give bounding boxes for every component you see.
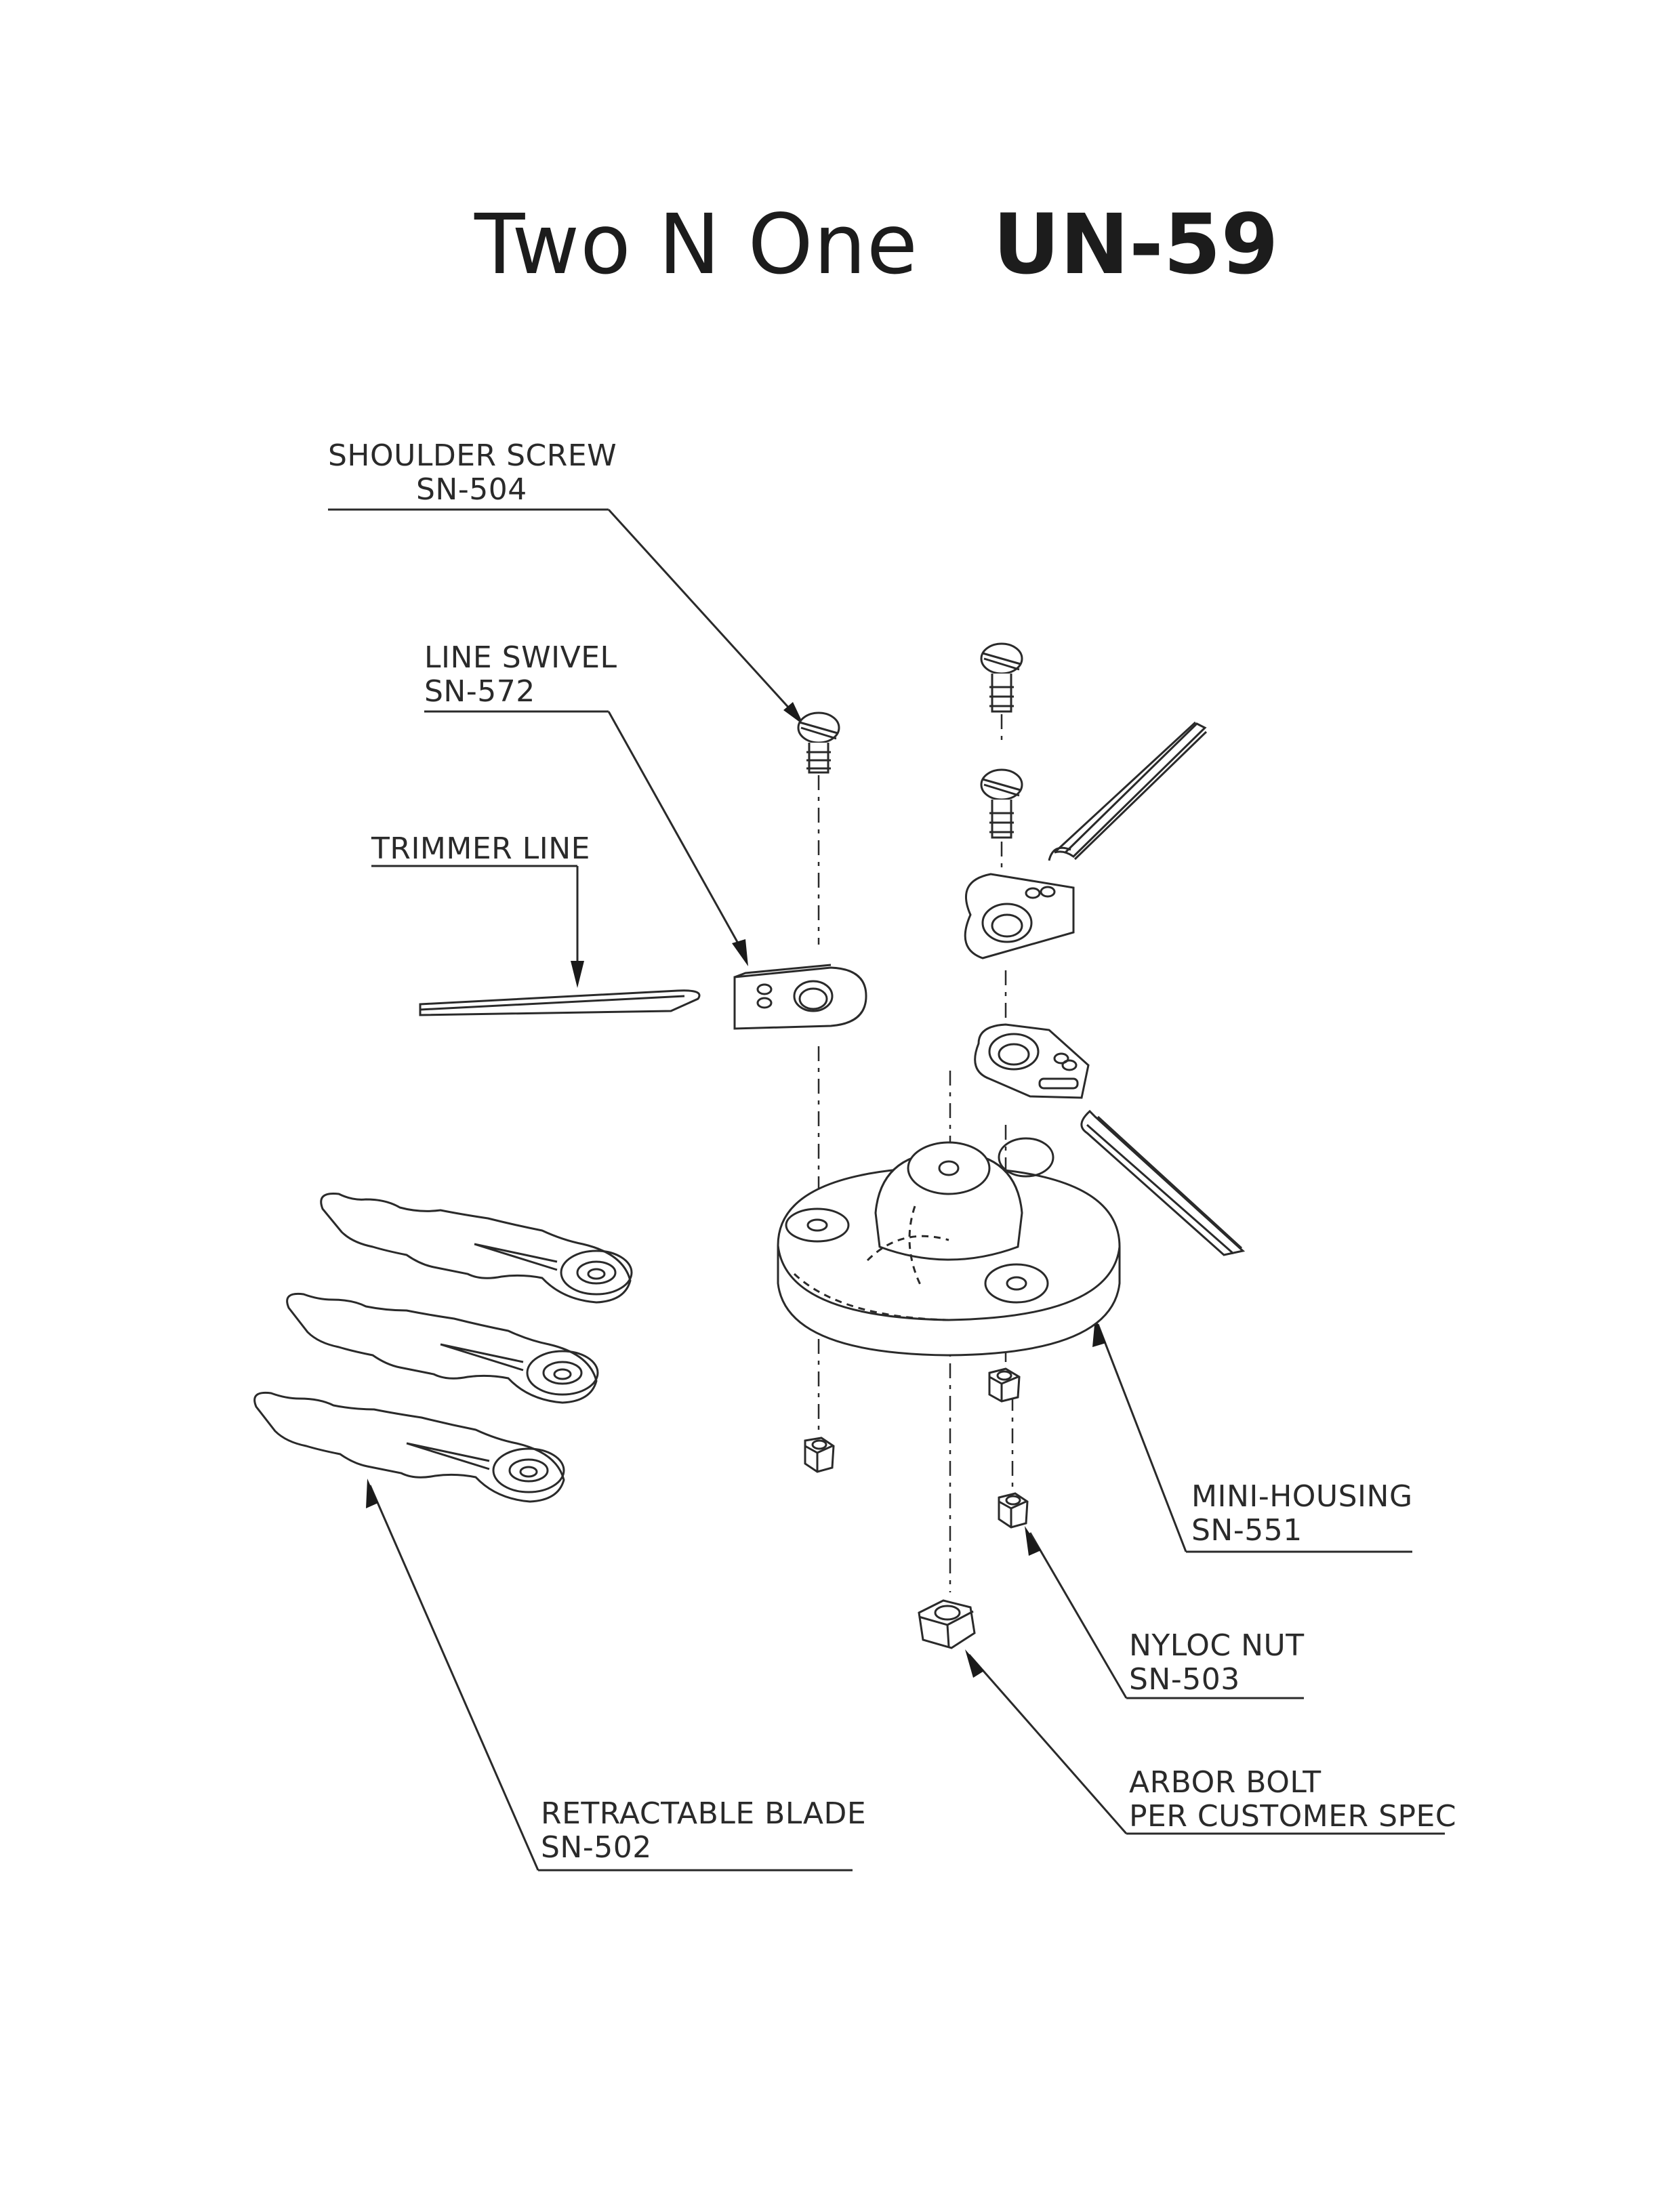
- retractable-blade-3: [253, 1391, 565, 1503]
- drawing-title: Two N One UN-59: [474, 197, 1279, 298]
- mini-housing-name: MINI-HOUSING: [1191, 1479, 1413, 1514]
- nyloc-nut-1: [804, 1437, 835, 1473]
- line-swivel-right-top: [964, 873, 1075, 959]
- trimmer-line-name: TRIMMER LINE: [371, 831, 590, 866]
- line-swivel-left: [733, 964, 867, 1030]
- leader-retractable-blade: [366, 1479, 853, 1872]
- label-nyloc-nut: NYLOC NUT SN-503: [1129, 1629, 1305, 1697]
- leader-arbor-bolt: [965, 1649, 1445, 1835]
- leader-line-swivel: [424, 710, 748, 966]
- line-swivel-part-number: SN-572: [424, 674, 535, 709]
- nyloc-nut-part-number: SN-503: [1129, 1662, 1240, 1697]
- leader-trimmer-line: [371, 865, 584, 988]
- retractable-blade-name: RETRACTABLE BLADE: [541, 1796, 867, 1831]
- arbor-bolt-nut: [918, 1599, 976, 1649]
- shoulder-screw-right-top: [980, 642, 1023, 713]
- mini-housing-part-number: SN-551: [1191, 1513, 1303, 1548]
- label-trimmer-line: TRIMMER LINE: [371, 832, 590, 866]
- line-swivel-name: LINE SWIVEL: [424, 640, 617, 675]
- trimmer-line-left: [419, 989, 701, 1016]
- trimmer-line-upper-right: [1048, 721, 1208, 861]
- line-swivel-right-lower: [974, 1023, 1090, 1099]
- arbor-bolt-name: ARBOR BOLT: [1129, 1765, 1322, 1800]
- title-product-name: Two N One: [474, 197, 918, 293]
- shoulder-screw-right-lower: [980, 768, 1023, 839]
- mini-housing: [777, 1137, 1121, 1357]
- nyloc-nut-3: [998, 1492, 1029, 1529]
- label-retractable-blade: RETRACTABLE BLADE SN-502: [541, 1797, 866, 1865]
- retractable-blade-2: [286, 1292, 599, 1404]
- leader-nyloc-nut: [1025, 1526, 1304, 1699]
- retractable-blade-1: [320, 1192, 633, 1304]
- arbor-bolt-spec: PER CUSTOMER SPEC: [1129, 1799, 1457, 1834]
- title-model-number: UN-59: [992, 197, 1279, 293]
- label-line-swivel: LINE SWIVEL SN-572: [424, 641, 617, 709]
- label-mini-housing: MINI-HOUSING SN-551: [1191, 1480, 1413, 1548]
- retractable-blade-part-number: SN-502: [541, 1830, 652, 1865]
- shoulder-screw-name: SHOULDER SCREW: [328, 438, 617, 473]
- label-shoulder-screw: SHOULDER SCREW SN-504: [328, 439, 617, 507]
- nyloc-nut-2: [988, 1367, 1021, 1403]
- label-arbor-bolt: ARBOR BOLT PER CUSTOMER SPEC: [1129, 1766, 1456, 1834]
- leader-shoulder-screw: [328, 508, 804, 725]
- shoulder-screw-part-number: SN-504: [416, 472, 527, 507]
- trimmer-line-lower-right: [1080, 1109, 1246, 1256]
- leader-mini-housing: [1092, 1317, 1412, 1553]
- nyloc-nut-name: NYLOC NUT: [1129, 1628, 1305, 1663]
- shoulder-screw-left: [797, 711, 840, 774]
